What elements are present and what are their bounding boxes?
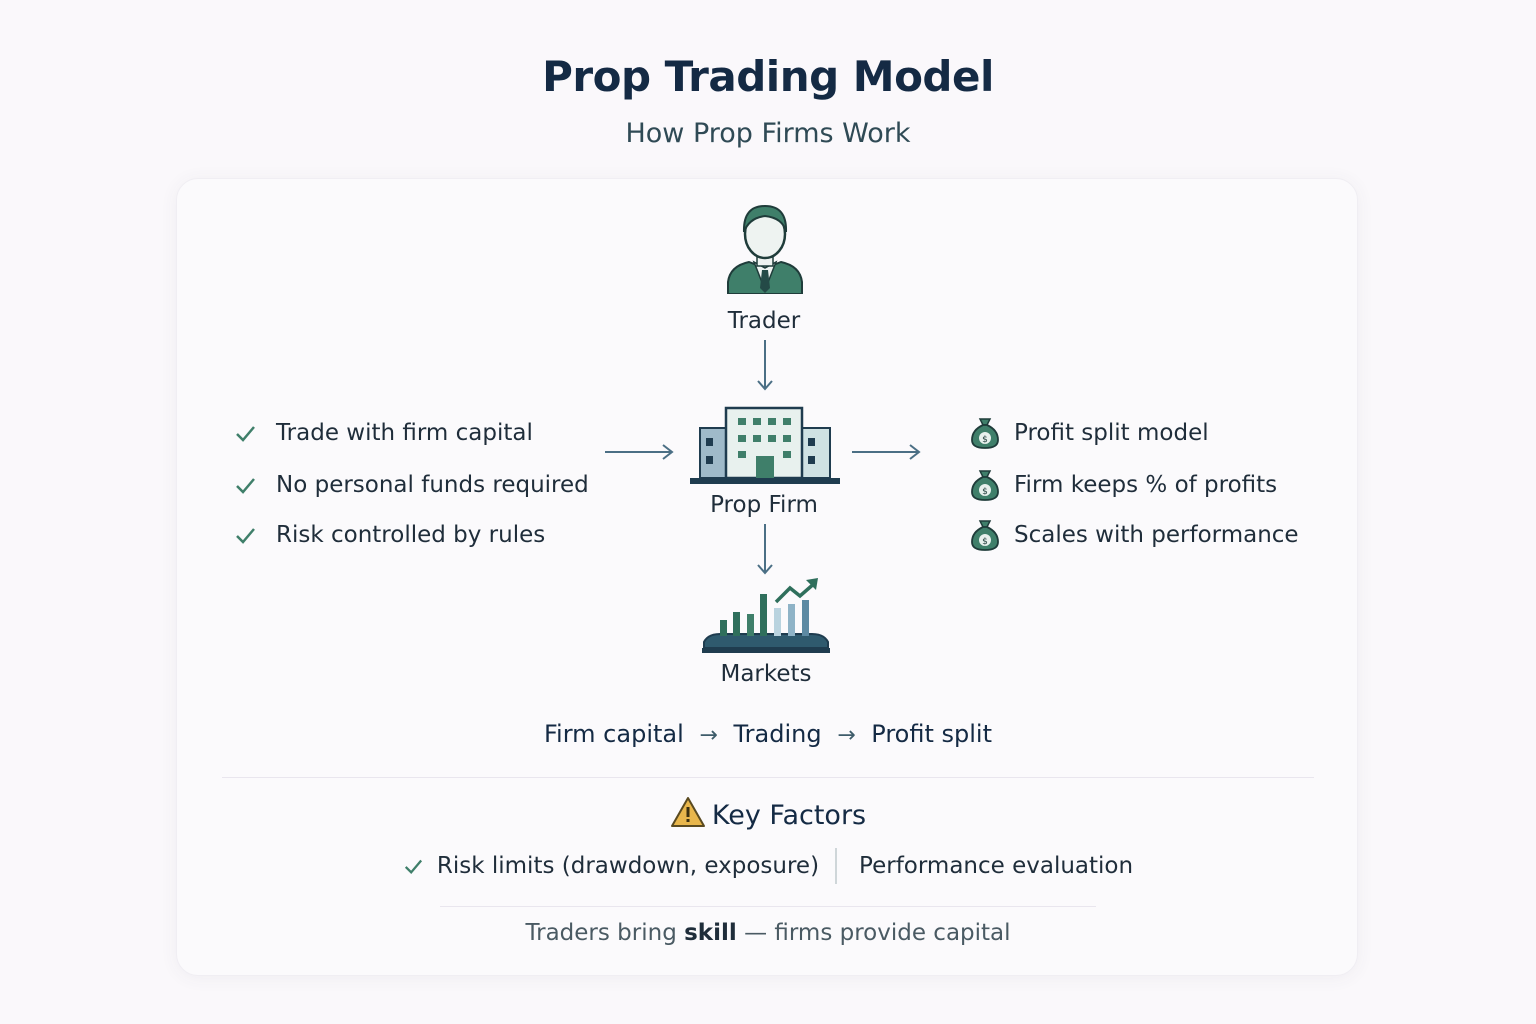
list-item-text: Profit split model bbox=[1014, 420, 1209, 446]
footer-text: — firms provide capital bbox=[744, 920, 1011, 946]
svg-text:$: $ bbox=[982, 537, 988, 547]
divider bbox=[440, 906, 1096, 907]
flow-step: Trading bbox=[733, 720, 822, 748]
list-item: $ Scales with performance bbox=[968, 515, 1299, 555]
right-profit-list: $ Profit split model $ Firm keeps % of p… bbox=[968, 413, 1299, 555]
svg-text:$: $ bbox=[982, 487, 988, 497]
check-icon bbox=[236, 426, 255, 442]
list-item: Trade with firm capital bbox=[234, 413, 589, 453]
list-item-text: Scales with performance bbox=[1014, 522, 1299, 548]
money-bag-icon: $ bbox=[971, 418, 999, 449]
key-factor-item: Performance evaluation bbox=[859, 853, 1134, 879]
page-subtitle: How Prop Firms Work bbox=[625, 118, 911, 149]
key-factors-title: Key Factors bbox=[711, 800, 867, 831]
node-label-firm: Prop Firm bbox=[710, 492, 818, 518]
flow-step: Firm capital bbox=[544, 720, 684, 748]
check-icon bbox=[404, 859, 422, 875]
left-benefits-list: Trade with firm capital No personal fund… bbox=[234, 413, 589, 555]
list-item-text: Risk controlled by rules bbox=[276, 522, 546, 548]
flow-arrow: → bbox=[699, 723, 718, 748]
list-item: $ Profit split model bbox=[968, 413, 1299, 453]
footer-tagline: Traders bring skill — firms provide capi… bbox=[0, 920, 1536, 946]
node-label-trader: Trader bbox=[727, 308, 801, 334]
footer-text: Traders bring bbox=[525, 920, 677, 946]
key-factor-item: Risk limits (drawdown, exposure) bbox=[436, 853, 820, 879]
key-factors-row: Risk limits (drawdown, exposure) Perform… bbox=[0, 848, 1536, 884]
money-bag-icon: $ bbox=[971, 520, 999, 551]
list-item: Risk controlled by rules bbox=[234, 515, 589, 555]
flow-arrow: → bbox=[837, 723, 856, 748]
node-label-markets: Markets bbox=[720, 661, 812, 687]
person-suit-icon bbox=[727, 204, 803, 294]
key-factors-heading: Key Factors bbox=[0, 796, 1536, 831]
list-item-text: Trade with firm capital bbox=[276, 420, 533, 446]
footer-emphasis: skill bbox=[684, 920, 737, 946]
list-item-text: Firm keeps % of profits bbox=[1014, 472, 1278, 498]
check-icon bbox=[236, 478, 255, 494]
arrow-down-firm-to-markets bbox=[757, 524, 773, 575]
arrow-right-left-list-to-firm bbox=[605, 444, 674, 460]
check-icon bbox=[236, 528, 255, 544]
flow-summary: Firm capital → Trading → Profit split bbox=[0, 720, 1536, 748]
warning-icon bbox=[670, 797, 705, 827]
office-building-icon bbox=[690, 406, 840, 484]
bar-chart-growth-icon bbox=[702, 578, 830, 653]
money-bag-icon: $ bbox=[971, 470, 999, 501]
svg-text:$: $ bbox=[982, 435, 988, 445]
page-title: Prop Trading Model bbox=[542, 52, 994, 101]
list-item: No personal funds required bbox=[234, 465, 589, 505]
list-item-text: No personal funds required bbox=[276, 472, 589, 498]
arrow-right-firm-to-right-list bbox=[852, 444, 921, 460]
flow-step: Profit split bbox=[871, 720, 992, 748]
arrow-down-trader-to-firm bbox=[757, 340, 773, 391]
divider bbox=[222, 777, 1314, 778]
separator bbox=[835, 848, 838, 884]
list-item: $ Firm keeps % of profits bbox=[968, 465, 1299, 505]
diagram-card bbox=[176, 178, 1358, 976]
